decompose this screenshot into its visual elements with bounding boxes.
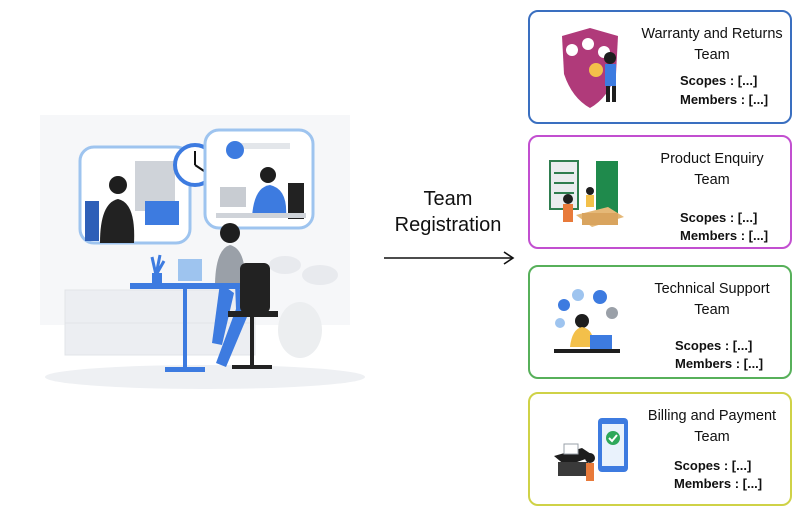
- product-enquiry-team-title: Product Enquiry Team: [638, 149, 786, 191]
- team-scopes: Scopes : [...]: [674, 458, 752, 473]
- billing-payment-team-title: Billing and Payment Team: [638, 406, 786, 448]
- office-team-illustration: [30, 105, 410, 405]
- team-members: Members : [...]: [680, 228, 769, 243]
- technical-support-team-card[interactable]: Technical Support Team Scopes : [...] Me…: [528, 265, 792, 379]
- team-title-line1: Billing and Payment: [647, 408, 777, 424]
- team-members: Members : [...]: [680, 92, 769, 107]
- technical-support-illustration: [542, 277, 638, 369]
- team-registration-label: Team Registration: [380, 186, 516, 238]
- team-scopes: Scopes : [...]: [680, 73, 758, 88]
- team-title-line2: Team: [694, 302, 730, 318]
- technical-support-team-title: Technical Support Team: [638, 279, 786, 321]
- warranty-returns-team-card[interactable]: Warranty and Returns Team Scopes : [...]…: [528, 10, 792, 124]
- arrow-right-icon: [384, 251, 515, 265]
- team-title-line1: Technical Support: [654, 281, 770, 297]
- flow-arrow: [380, 248, 520, 268]
- office-illustration-graphic: [40, 115, 365, 389]
- team-scopes: Scopes : [...]: [680, 210, 758, 225]
- team-title-line2: Team: [694, 47, 730, 63]
- team-title-line2: Team: [694, 172, 730, 188]
- billing-payment-illustration: [542, 404, 638, 496]
- billing-payment-team-card[interactable]: Billing and Payment Team Scopes : [...] …: [528, 392, 792, 506]
- team-members: Members : [...]: [674, 476, 763, 491]
- team-members: Members : [...]: [675, 356, 764, 371]
- product-enquiry-illustration: [542, 147, 638, 239]
- team-title-line2: Team: [694, 429, 730, 445]
- team-scopes: Scopes : [...]: [675, 338, 753, 353]
- product-enquiry-team-card[interactable]: Product Enquiry Team Scopes : [...] Memb…: [528, 135, 792, 249]
- team-title-line1: Product Enquiry: [660, 151, 764, 167]
- warranty-returns-team-title: Warranty and Returns Team: [638, 24, 786, 66]
- warranty-shield-illustration: [542, 22, 638, 114]
- team-registration-line2: Registration: [394, 214, 502, 236]
- team-title-line1: Warranty and Returns: [641, 26, 783, 42]
- team-registration-line1: Team: [423, 188, 473, 210]
